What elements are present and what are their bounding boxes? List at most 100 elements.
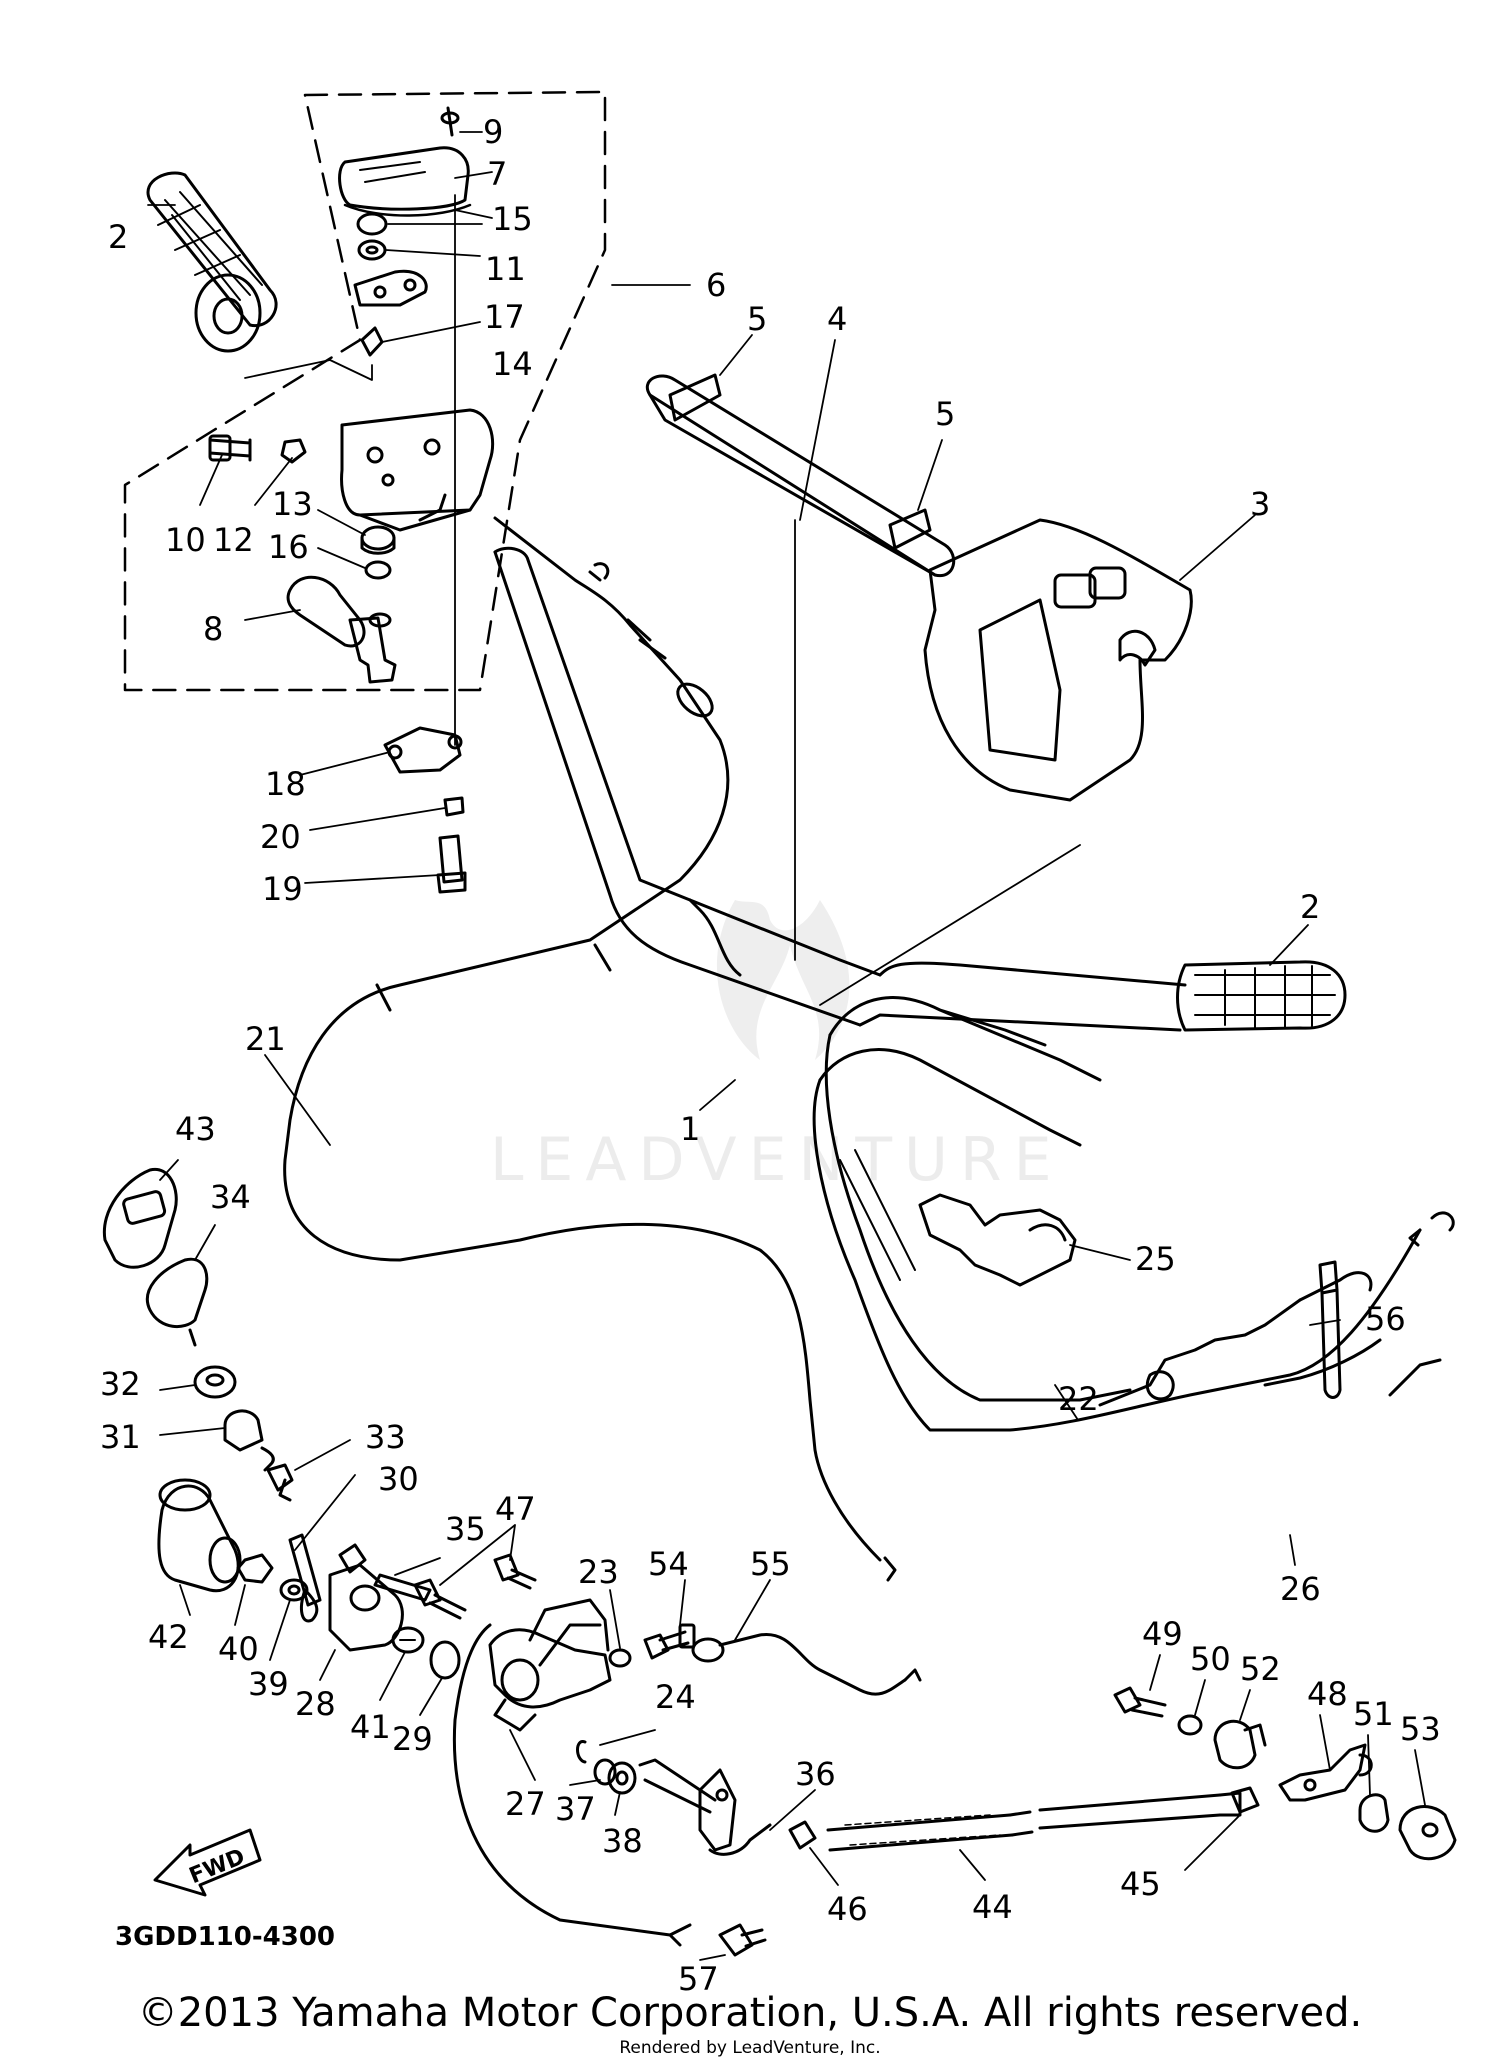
- part-label-43: 43: [175, 1110, 216, 1148]
- cable-tie: [1318, 1260, 1342, 1399]
- linkage-wire: [452, 1623, 692, 1937]
- switch-clamp: [383, 726, 467, 894]
- shaft-arm-36: [638, 1758, 772, 1856]
- part-label-54: 54: [648, 1545, 689, 1583]
- part-label-15: 15: [492, 200, 533, 238]
- part-label-28: 28: [295, 1685, 336, 1723]
- part-label-49: 49: [1142, 1615, 1183, 1653]
- part-label-57: 57: [678, 1960, 719, 1998]
- part-label-18: 18: [265, 765, 306, 803]
- part-label-17: 17: [484, 298, 525, 336]
- bolt-49-washer-50-part-52: [1113, 1686, 1267, 1770]
- part-label-9: 9: [483, 113, 503, 151]
- left-grip: [146, 171, 278, 353]
- bolt-10-and-nut-12: [208, 434, 307, 464]
- arm-48: [1278, 1743, 1373, 1802]
- part-label-12: 12: [213, 521, 254, 559]
- part-label-10: 10: [165, 521, 206, 559]
- handlebar-pad: [646, 373, 956, 578]
- part-label-30: 30: [378, 1460, 419, 1498]
- part-label-20: 20: [260, 818, 301, 856]
- part-label-5-left-clip: 5: [747, 300, 767, 338]
- part-label-52: 52: [1240, 1650, 1281, 1688]
- part-label-5-right-clip: 5: [935, 395, 955, 433]
- part-label-2-left-grip: 2: [108, 218, 128, 256]
- part-label-27: 27: [505, 1785, 546, 1823]
- sensor-wire-55: [691, 1632, 922, 1696]
- switch-cover: [338, 106, 472, 217]
- switch-housing: [340, 408, 495, 532]
- watermark-text: LEADVENTURE: [490, 1125, 1064, 1195]
- part-label-33: 33: [365, 1418, 406, 1456]
- handlebar: [493, 546, 1187, 1032]
- part-label-6: 6: [706, 266, 726, 304]
- shift-rod-44: [788, 1786, 1260, 1852]
- part-label-53: 53: [1400, 1710, 1441, 1748]
- washer-23: [608, 1648, 632, 1668]
- part-label-55: 55: [750, 1545, 791, 1583]
- part-label-42: 42: [148, 1618, 189, 1656]
- switch-25: [918, 1193, 1077, 1287]
- part-label-56: 56: [1365, 1300, 1406, 1338]
- nut-40-washer-39: [236, 1553, 309, 1602]
- part-label-25: 25: [1135, 1240, 1176, 1278]
- part-label-7: 7: [487, 155, 507, 193]
- part-label-16: 16: [268, 528, 309, 566]
- diagram-code: 3GDD110-4300: [115, 1922, 335, 1952]
- part-label-37: 37: [555, 1790, 596, 1828]
- part-label-1: 1: [680, 1110, 700, 1148]
- part-label-39: 39: [248, 1665, 289, 1703]
- fwd-arrow: [153, 1828, 262, 1897]
- part-label-35: 35: [445, 1510, 486, 1548]
- housing-28: [328, 1543, 404, 1652]
- part-labels: 9 7 15 11 17 6 14 2 10 12 13 16 8 18 20 …: [100, 113, 1441, 1998]
- part-label-21: 21: [245, 1020, 286, 1058]
- part-label-26: 26: [1280, 1570, 1321, 1608]
- part-label-32: 32: [100, 1365, 141, 1403]
- part-label-40: 40: [218, 1630, 259, 1668]
- watermark: LEADVENTURE: [490, 900, 1064, 1195]
- part-label-38: 38: [602, 1822, 643, 1860]
- part-label-47: 47: [495, 1490, 536, 1528]
- bushing-51-part-53: [1358, 1793, 1457, 1861]
- part-label-50: 50: [1190, 1640, 1231, 1678]
- switch-assembly-outline: [123, 90, 607, 692]
- part-label-14: 14: [492, 345, 533, 383]
- lever-assembly-27: [488, 1598, 612, 1732]
- part-label-48: 48: [1307, 1675, 1348, 1713]
- part-label-31: 31: [100, 1418, 141, 1456]
- brake-and-clutch-cables: [812, 996, 1455, 1432]
- throttle-cable: [283, 516, 897, 1582]
- choke-housing-42: [157, 1478, 242, 1593]
- part-label-44: 44: [972, 1888, 1013, 1926]
- part-label-11: 11: [485, 250, 526, 288]
- part-label-24: 24: [655, 1678, 696, 1716]
- seal-41-oring-29: [391, 1626, 461, 1680]
- part-label-51: 51: [1353, 1695, 1394, 1733]
- plunger-parts: [266, 1463, 432, 1623]
- part-label-29: 29: [392, 1720, 433, 1758]
- fwd-label: FWD: [186, 1844, 249, 1889]
- bolt-57: [718, 1923, 767, 1957]
- part-label-34: 34: [210, 1178, 251, 1216]
- part-label-41: 41: [350, 1708, 391, 1746]
- throttle-lever: [286, 575, 397, 684]
- bolt-54: [643, 1623, 696, 1660]
- part-label-4: 4: [827, 300, 847, 338]
- part-label-19: 19: [262, 870, 303, 908]
- right-grip: [1176, 960, 1347, 1032]
- copyright-notice: ©2013 Yamaha Motor Corporation, U.S.A. A…: [137, 1990, 1363, 2036]
- part-label-8: 8: [203, 610, 223, 648]
- part-label-22: 22: [1058, 1380, 1099, 1418]
- spacer-13-washer-16: [360, 525, 396, 580]
- part-label-45: 45: [1120, 1865, 1161, 1903]
- switch-small-parts: [353, 212, 428, 357]
- part-label-2-right-grip: 2: [1300, 888, 1320, 926]
- part-label-36: 36: [795, 1755, 836, 1793]
- clip-24-washers-37-38: [576, 1740, 637, 1795]
- switch-cover-3: [923, 518, 1193, 802]
- part-label-23: 23: [578, 1553, 619, 1591]
- part-label-3: 3: [1250, 485, 1270, 523]
- choke-knob-parts: [102, 1167, 275, 1472]
